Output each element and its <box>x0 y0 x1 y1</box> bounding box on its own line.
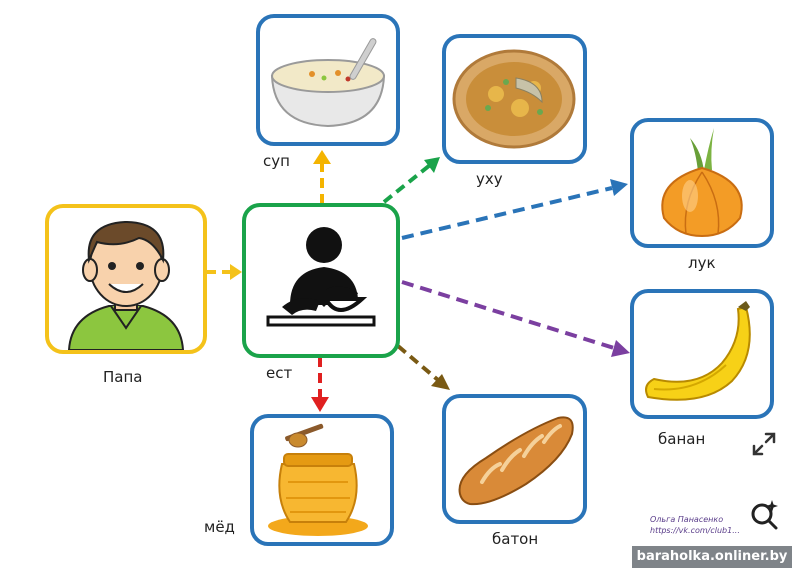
soup-label: суп <box>263 152 290 170</box>
fish-soup-label: уху <box>476 170 503 188</box>
arrowhead-to-onion <box>610 179 628 196</box>
soup-card <box>256 14 400 146</box>
bread-loaf-icon <box>458 416 574 506</box>
visual-search-icon[interactable] <box>748 498 780 530</box>
arrow-to-banana <box>401 280 615 350</box>
center-card <box>242 203 400 358</box>
arrowhead-to-fish-soup <box>424 157 440 173</box>
expand-icon[interactable] <box>748 428 780 460</box>
honey-card <box>250 414 394 546</box>
subject-label: Папа <box>103 368 143 386</box>
subject-card <box>45 204 207 354</box>
site-watermark: baraholka.onliner.by <box>632 546 792 568</box>
onion-icon <box>661 128 743 238</box>
author-name: Ольга Панасенко <box>650 515 724 524</box>
banana-card <box>630 289 774 419</box>
author-link: https://vk.com/club1... <box>650 526 740 535</box>
author-credit: Ольга Панасенко https://vk.com/club1... <box>650 514 740 536</box>
center-label: ест <box>266 364 293 382</box>
fish-soup-plate-icon <box>452 49 576 149</box>
soup-bowl-icon <box>270 38 386 128</box>
arrowhead-to-center <box>230 264 242 280</box>
arrowhead-to-banana <box>611 340 630 357</box>
dad-face-icon <box>67 220 185 350</box>
arrowhead-to-loaf <box>431 374 450 390</box>
banana-label: банан <box>658 430 706 448</box>
person-eating-icon <box>266 227 376 327</box>
loaf-label: батон <box>492 530 539 548</box>
onion-card <box>630 118 774 248</box>
onion-label: лук <box>688 254 716 272</box>
honey-label: мёд <box>204 518 235 536</box>
loaf-card <box>442 394 587 524</box>
honey-pot-icon <box>268 423 368 536</box>
banana-icon <box>645 301 751 401</box>
arrow-to-onion <box>401 186 613 240</box>
fish-soup-card <box>442 34 587 164</box>
arrow-to-fish-soup <box>382 163 432 204</box>
arrowhead-to-soup <box>313 150 331 164</box>
arrow-to-loaf <box>396 344 440 382</box>
arrowhead-to-honey <box>311 397 329 412</box>
